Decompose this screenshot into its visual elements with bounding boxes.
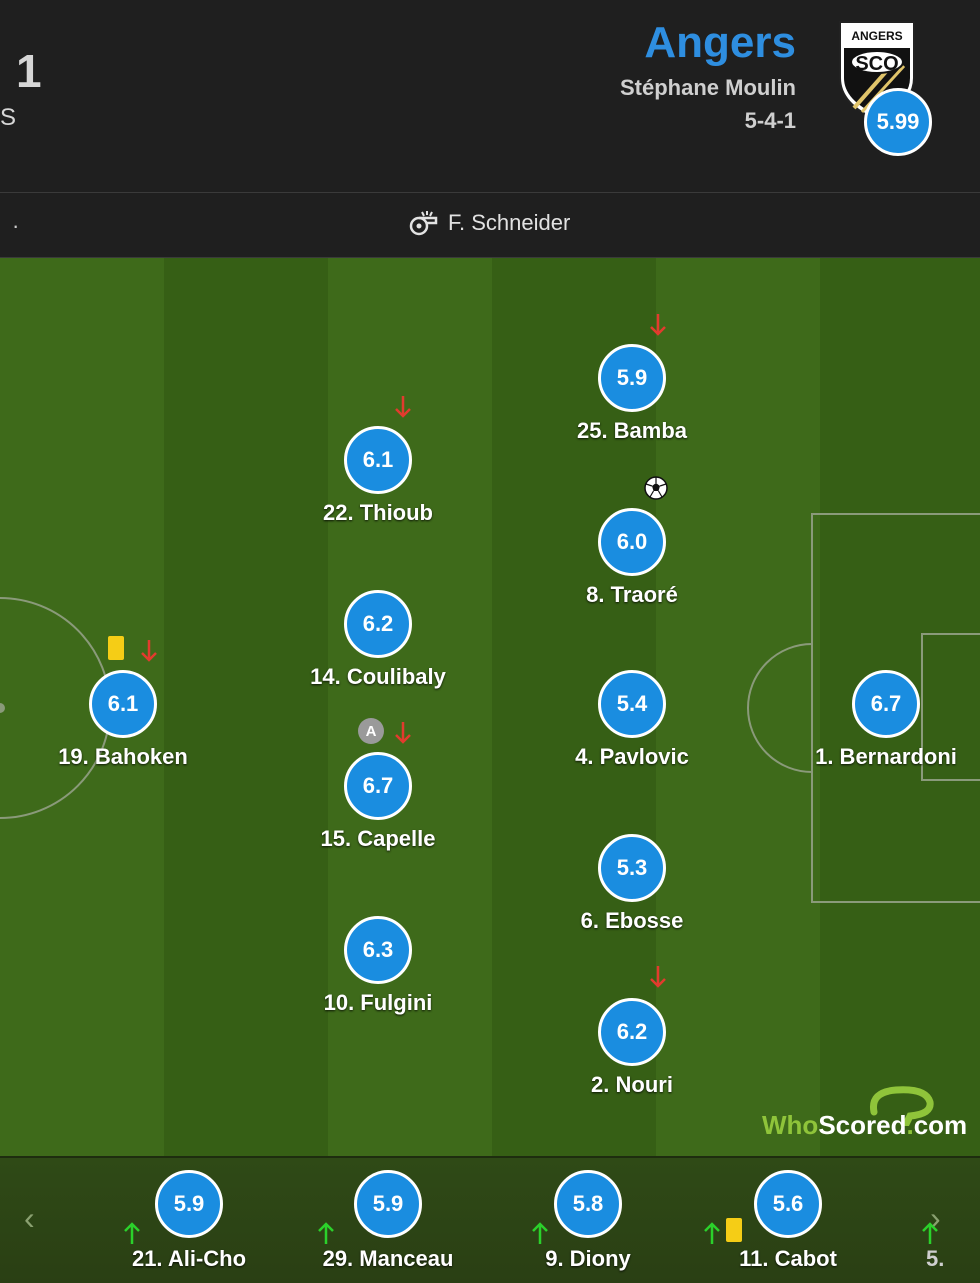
referee-info: F. Schneider xyxy=(408,209,570,237)
subbed-on-arrow-icon xyxy=(922,1222,938,1244)
player-name: 14. Coulibaly xyxy=(310,664,446,689)
player-name: 29. Manceau xyxy=(322,1246,454,1271)
separator-dot: · xyxy=(12,213,20,238)
player-rating: 6.7 xyxy=(344,752,412,820)
referee-bar: · F. Schneider xyxy=(0,192,980,258)
subbed-off-arrow-icon xyxy=(395,396,411,418)
manager-name: Stéphane Moulin xyxy=(620,75,796,100)
player-name: 6. Ebosse xyxy=(580,908,684,933)
player-rating: 5.9 xyxy=(155,1170,223,1238)
subbed-on-arrow-icon xyxy=(704,1222,720,1244)
player-name: 4. Pavlovic xyxy=(575,744,689,769)
player-name: 19. Bahoken xyxy=(58,744,188,769)
player-pavlovic[interactable]: 5.4 4. Pavlovic xyxy=(522,670,742,770)
player-rating: 5.4 xyxy=(598,670,666,738)
player-rating: 5.9 xyxy=(354,1170,422,1238)
player-coulibaly[interactable]: 6.2 14. Coulibaly xyxy=(268,590,488,690)
yellow-card-icon xyxy=(108,636,124,660)
player-rating: 6.7 xyxy=(852,670,920,738)
player-name: 22. Thioub xyxy=(323,500,433,525)
player-name: 9. Diony xyxy=(545,1246,631,1271)
subbed-off-arrow-icon xyxy=(650,966,666,988)
player-capelle[interactable]: 6.7 15. Capelle xyxy=(268,752,488,852)
player-name: 8. Traoré xyxy=(586,582,678,607)
player-name: 11. Cabot xyxy=(739,1246,837,1271)
subbed-on-arrow-icon xyxy=(318,1222,334,1244)
sub-partial-name[interactable]: 5. xyxy=(926,1246,945,1271)
captain-badge: A xyxy=(358,718,384,744)
player-bernardoni[interactable]: 6.7 1. Bernardoni xyxy=(776,670,980,770)
subbed-on-arrow-icon xyxy=(124,1222,140,1244)
player-rating: 6.2 xyxy=(344,590,412,658)
player-name: 15. Capelle xyxy=(320,826,436,851)
subbed-on-arrow-icon xyxy=(532,1222,548,1244)
player-rating: 5.9 xyxy=(598,344,666,412)
watermark-com: com xyxy=(913,1110,968,1140)
player-nouri[interactable]: 6.2 2. Nouri xyxy=(522,998,742,1098)
player-bamba[interactable]: 5.9 25. Bamba xyxy=(522,344,742,444)
crest-top-text: ANGERS xyxy=(851,29,902,43)
team-name[interactable]: Angers xyxy=(644,18,796,67)
team-rating: 5.99 xyxy=(864,88,932,156)
sub-cabot[interactable]: 5.6 11. Cabot xyxy=(698,1170,878,1272)
sub-manceau[interactable]: 5.9 29. Manceau xyxy=(298,1170,478,1272)
referee-name: F. Schneider xyxy=(448,210,571,235)
score-fragment: 1 xyxy=(16,45,42,97)
watermark-scored: Scored xyxy=(818,1110,907,1140)
player-name: 21. Ali-Cho xyxy=(131,1246,247,1271)
watermark-dot: . xyxy=(906,1110,914,1140)
player-rating: 6.2 xyxy=(598,998,666,1066)
subbed-off-arrow-icon xyxy=(395,722,411,744)
player-rating: 5.6 xyxy=(754,1170,822,1238)
bench-strip: ‹ › 5.9 21. Ali-Cho 5.9 29. Manceau 5.8 … xyxy=(0,1156,980,1283)
player-rating: 6.3 xyxy=(344,916,412,984)
player-name: 1. Bernardoni xyxy=(815,744,957,769)
whoscored-logo-icon xyxy=(869,1086,934,1126)
player-rating: 6.1 xyxy=(344,426,412,494)
player-bahoken[interactable]: 6.1 19. Bahoken xyxy=(13,670,233,770)
team-header: 1 S Angers Stéphane Moulin 5-4-1 SCO ANG… xyxy=(0,0,980,192)
left-team-fragment: S xyxy=(0,104,17,131)
player-name: 10. Fulgini xyxy=(323,990,433,1015)
sub-ali-cho[interactable]: 5.9 21. Ali-Cho xyxy=(99,1170,279,1272)
crest-main-text: SCO xyxy=(855,53,898,75)
whoscored-watermark: WhoScored.com xyxy=(762,1110,967,1141)
player-fulgini[interactable]: 6.3 10. Fulgini xyxy=(268,916,488,1016)
pitch: 5.9 25. Bamba 6.1 22. Thioub 6.0 8. Trao… xyxy=(0,258,980,1156)
player-name: 2. Nouri xyxy=(591,1072,673,1097)
goal-ball-icon xyxy=(644,476,668,500)
bench-prev-button[interactable]: ‹ xyxy=(24,1200,35,1236)
watermark-who: Who xyxy=(762,1110,819,1140)
player-rating: 6.0 xyxy=(598,508,666,576)
player-rating: 5.3 xyxy=(598,834,666,902)
player-rating: 5.8 xyxy=(554,1170,622,1238)
player-ebosse[interactable]: 5.3 6. Ebosse xyxy=(522,834,742,934)
player-traore[interactable]: 6.0 8. Traoré xyxy=(522,508,742,608)
whistle-icon xyxy=(409,211,438,236)
bench-next-button[interactable]: › xyxy=(930,1200,941,1236)
player-name: 25. Bamba xyxy=(576,418,688,443)
formation: 5-4-1 xyxy=(744,108,796,133)
subbed-off-arrow-icon xyxy=(141,640,157,662)
yellow-card-icon xyxy=(726,1218,742,1242)
sub-diony[interactable]: 5.8 9. Diony xyxy=(498,1170,678,1272)
player-rating: 6.1 xyxy=(89,670,157,738)
subbed-off-arrow-icon xyxy=(650,314,666,336)
player-thioub[interactable]: 6.1 22. Thioub xyxy=(268,426,488,526)
